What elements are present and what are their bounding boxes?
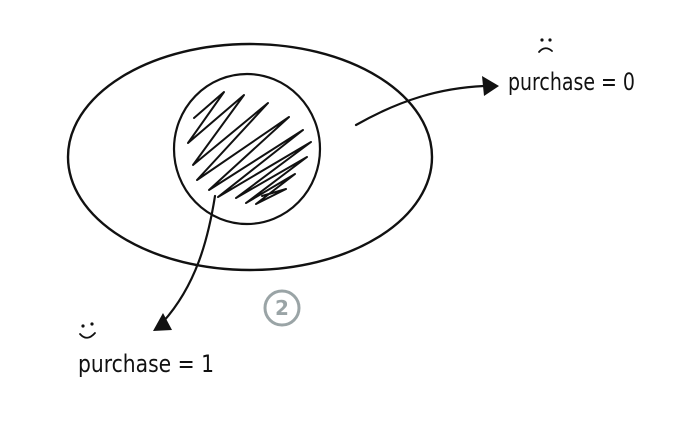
arrow-to-purchase xyxy=(161,194,217,324)
badge-number: 2 xyxy=(275,296,289,320)
smiley-face-icon xyxy=(79,322,96,339)
inner-circle-hatching xyxy=(187,91,312,205)
inner-purchaser-circle xyxy=(172,72,322,226)
badge-circle xyxy=(263,289,301,327)
arrowhead-no-purchase xyxy=(482,76,499,96)
arrow-to-no-purchase xyxy=(354,84,486,127)
label-purchase: purchase = 1 xyxy=(78,350,214,378)
outer-population-ellipse xyxy=(66,42,434,272)
label-no-purchase: purchase = 0 xyxy=(508,68,635,96)
sad-face-icon xyxy=(538,38,553,53)
step-number-badge: 2 xyxy=(263,289,301,327)
arrowhead-purchase xyxy=(153,313,172,331)
